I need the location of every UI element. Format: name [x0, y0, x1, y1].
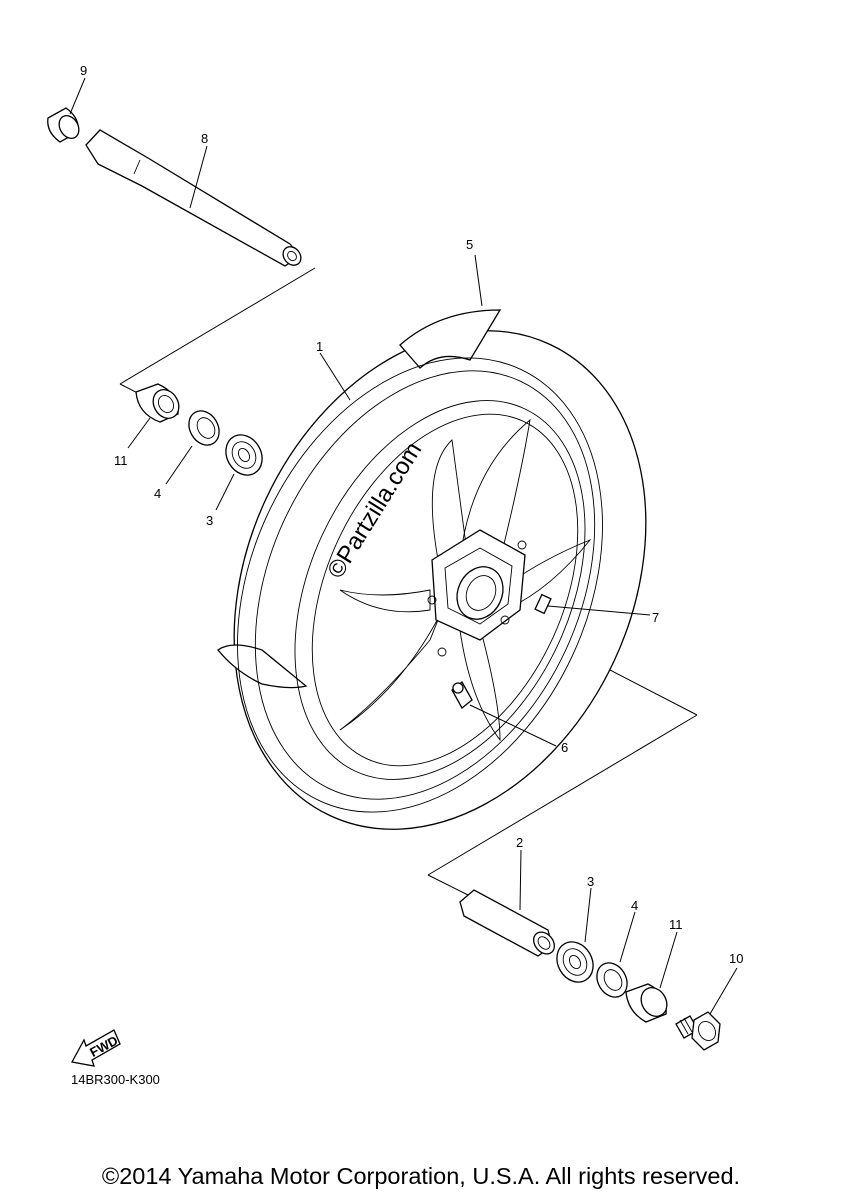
callout-2: 2 [516, 835, 523, 850]
oil-seal-part-4-right [596, 911, 636, 998]
callout-5: 5 [466, 237, 473, 252]
bearing-part-3-right [556, 887, 594, 983]
callout-11-left: 11 [114, 453, 128, 468]
collar-part-11-left [127, 383, 180, 449]
copyright-notice: ©2014 Yamaha Motor Corporation, U.S.A. A… [101, 1163, 741, 1189]
callout-11-right: 11 [669, 917, 683, 932]
collar-part-11-right [625, 931, 678, 1023]
callout-7: 7 [652, 610, 659, 625]
callout-4-left: 4 [154, 486, 161, 501]
forward-arrow: FWD [70, 1029, 121, 1067]
valve-part-6 [451, 681, 473, 709]
forward-arrow-label: FWD [87, 1033, 120, 1060]
collar-part-9 [47, 77, 86, 143]
callout-9: 9 [80, 63, 87, 78]
bearing-part-3-left [215, 434, 263, 511]
callout-8: 8 [201, 131, 208, 146]
callout-4-right: 4 [631, 898, 638, 913]
axle-shaft-part-8 [85, 129, 302, 267]
callout-numbers: 9 8 5 1 11 4 3 7 6 2 3 4 11 10 [80, 63, 743, 966]
diagram-code: 14BR300-K300 [71, 1072, 160, 1087]
balance-weight-part-7 [534, 593, 552, 615]
callout-3-right: 3 [587, 874, 594, 889]
bolt-part-10 [675, 967, 738, 1051]
exploded-parts-diagram: FWD ©Partzilla.com 9 8 5 1 11 4 3 7 6 2 … [47, 63, 743, 1067]
wheel-assembly [217, 254, 651, 830]
oil-seal-part-4-left [165, 410, 220, 485]
callout-10: 10 [729, 951, 743, 966]
spacer-part-2 [459, 849, 555, 957]
wheel-spokes [339, 418, 592, 742]
callout-1: 1 [316, 339, 323, 354]
callout-6: 6 [561, 740, 568, 755]
callout-3-left: 3 [206, 513, 213, 528]
wheel-hub [427, 529, 527, 657]
